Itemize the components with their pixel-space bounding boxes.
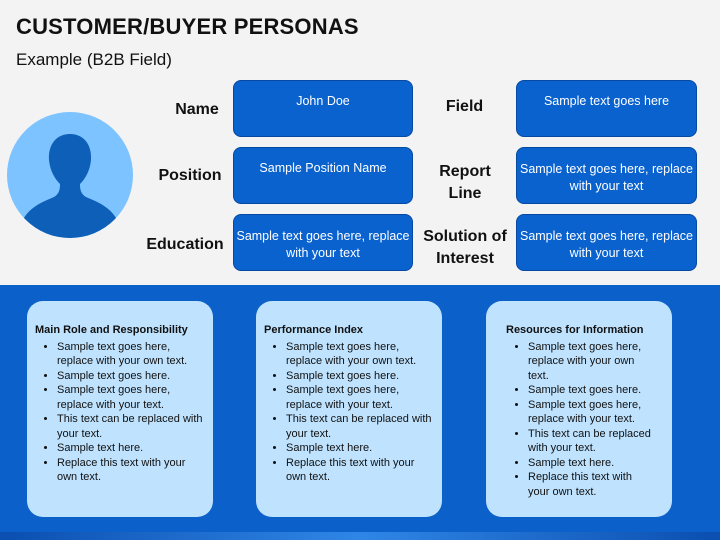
solution-of-interest-label: Solution of Interest [423,228,507,267]
education-value-box: Sample text goes here, replace with your… [233,214,413,271]
bottom-strip [0,532,720,540]
list-item: Replace this text with your own text. [528,470,654,499]
performance-index-card: Performance Index Sample text goes here,… [256,301,442,517]
list-item: Sample text goes here, replace with your… [528,340,654,384]
card-title: Main Role and Responsibility [35,324,188,336]
list-item: This text can be replaced with your text… [528,427,654,456]
list-item: Sample text goes here. [57,369,205,384]
report-line-label: Report Line [439,163,491,202]
list-item: Sample text goes here, replace with your… [286,383,434,412]
position-label: Position [158,167,222,184]
solution-value-box: Sample text goes here, replace with your… [516,214,697,271]
card-title: Resources for Information [506,324,644,336]
name-value-box: John Doe [233,80,413,137]
list-item: This text can be replaced with your text… [286,412,434,441]
card-title: Performance Index [264,324,364,336]
card-list: Sample text goes here, replace with your… [35,340,205,485]
card-list: Sample text goes here, replace with your… [264,340,434,485]
list-item: Sample text goes here, replace with your… [57,383,205,412]
field-value-box: Sample text goes here [516,80,697,137]
position-value-box: Sample Position Name [233,147,413,204]
list-item: Sample text goes here, replace with your… [57,340,205,369]
education-label: Education [146,236,224,253]
page-title: CUSTOMER/BUYER PERSONAS [16,14,359,39]
list-item: Sample text goes here. [528,383,654,398]
list-item: Sample text here. [528,456,654,471]
name-label: Name [175,101,219,118]
list-item: Sample text goes here, replace with your… [286,340,434,369]
card-list: Sample text goes here, replace with your… [494,340,664,500]
resources-card: Resources for Information Sample text go… [486,301,672,517]
list-item: Sample text goes here. [286,369,434,384]
field-label: Field [445,98,484,115]
list-item: This text can be replaced with your text… [57,412,205,441]
list-item: Sample text here. [286,441,434,456]
list-item: Replace this text with your own text. [286,456,434,485]
person-silhouette-icon [7,112,133,238]
list-item: Sample text goes here, replace with your… [528,398,654,427]
page-subtitle: Example (B2B Field) [16,50,172,69]
list-item: Sample text here. [57,441,205,456]
list-item: Replace this text with your own text. [57,456,205,485]
main-role-card: Main Role and Responsibility Sample text… [27,301,213,517]
report-line-value-box: Sample text goes here, replace with your… [516,147,697,204]
